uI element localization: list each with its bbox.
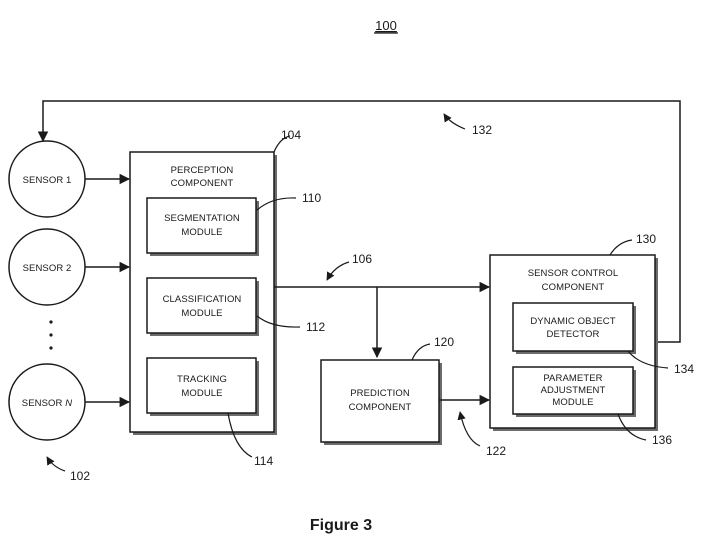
perception-title-line-1: PERCEPTION [171,165,234,176]
sensor-control-ref-leader [609,239,633,256]
param-label-line-3: MODULE [552,397,593,408]
detector-label-line-1: DYNAMIC OBJECT [530,316,615,327]
prediction-out-ref-number: 122 [486,444,506,458]
flow-ref-number: 106 [352,252,372,266]
flow-ref-leader [326,261,350,281]
sensors-ref-leader [46,456,66,472]
classification-module-box: CLASSIFICATION MODULE [146,277,259,336]
segmentation-label-line-2: MODULE [181,227,222,238]
parameter-adjustment-module-box: PARAMETER ADJUSTMENT MODULE [512,366,636,417]
sensor-control-title-line-1: SENSOR CONTROL [528,268,619,279]
tracking-module-box: TRACKING MODULE [146,357,259,416]
param-ref-number: 136 [652,433,672,447]
segmentation-module-box: SEGMENTATION MODULE [146,197,259,256]
sensor-1-node: SENSOR 1 [8,140,86,218]
classification-label-line-2: MODULE [181,308,222,319]
prediction-ref-number: 120 [434,335,454,349]
segmentation-ref-leader [256,197,297,211]
segmentation-label-line-1: SEGMENTATION [164,213,240,224]
feedback-loop-wire [37,100,681,343]
tracking-label-line-2: MODULE [181,388,222,399]
sensor-2-node: SENSOR 2 [8,228,86,306]
figure-ref-number: 100 [375,18,397,33]
sensor-ellipsis [49,320,53,350]
param-ref-leader [617,413,647,441]
prediction-label-line-2: COMPONENT [349,402,412,413]
tracking-ref-leader [227,412,253,458]
feedback-ref-leader [443,113,466,130]
sensors-ref-number: 102 [70,469,90,483]
prediction-component-box: PREDICTION COMPONENT [320,359,442,445]
param-label-line-2: ADJUSTMENT [541,385,606,396]
perception-ref-number: 104 [281,128,301,142]
prediction-label-line-1: PREDICTION [350,388,410,399]
sensor-control-ref-number: 130 [636,232,656,246]
detector-ref-leader [627,350,669,369]
detector-ref-number: 134 [674,362,694,376]
tracking-ref-number: 114 [254,454,273,468]
sensor-n-node: SENSOR N [8,363,86,441]
classification-ref-leader [256,315,301,328]
prediction-ref-leader [411,343,431,361]
feedback-ref-number: 132 [472,123,492,137]
figure-caption: Figure 3 [310,517,372,534]
classification-ref-number: 112 [306,320,325,334]
tracking-label-line-1: TRACKING [177,374,227,385]
segmentation-ref-number: 110 [302,191,321,205]
perception-title-line-2: COMPONENT [171,178,234,189]
param-label-line-1: PARAMETER [543,373,602,384]
detector-label-line-2: DETECTOR [547,329,600,340]
classification-label-line-1: CLASSIFICATION [163,294,242,305]
perception-ref-leader [273,135,291,153]
dynamic-object-detector-box: DYNAMIC OBJECT DETECTOR [512,302,636,354]
sensor-control-title-line-2: COMPONENT [542,282,605,293]
sensor-n-label: SENSOR N [22,398,72,409]
sensor-2-label: SENSOR 2 [23,263,72,274]
sensor-1-label: SENSOR 1 [23,175,72,186]
prediction-out-ref-leader [457,411,481,447]
